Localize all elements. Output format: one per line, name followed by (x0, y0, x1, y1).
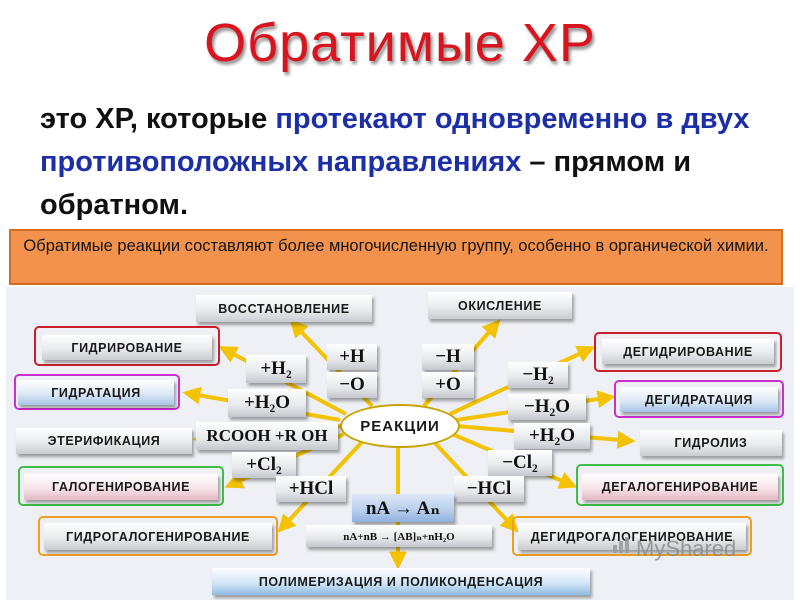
chart-bars-icon (612, 537, 630, 558)
box-dehalogenation: ДЕГАЛОГЕНИРОВАНИЕ (582, 474, 778, 500)
frame-dehydrohalogenation (512, 516, 752, 556)
formula-minus-o: −O (327, 372, 377, 398)
definition-part-3: – прямом и обратном. (40, 146, 692, 221)
formula-minus-hcl: −HCl (454, 476, 524, 502)
formula-minus-h: −H (422, 344, 474, 370)
definition-text: это ХР, которые протекают одновременно в… (40, 98, 780, 227)
box-hydration: ГИДРАТАЦИЯ (18, 380, 174, 405)
frame-hydration (14, 374, 180, 410)
formula-minus-h2: −H₂ (508, 362, 568, 388)
formula-plus-h: +H (327, 344, 377, 370)
formula-plus-h2o-right: +H₂O (514, 423, 590, 449)
box-polymerization: ПОЛИМЕРИЗАЦИЯ И ПОЛИКОНДЕНСАЦИЯ (212, 568, 590, 595)
box-halogenation: ГАЛОГЕНИРОВАНИЕ (24, 474, 218, 500)
frame-dehalogenation (576, 464, 784, 506)
box-hydrolysis: ГИДРОЛИЗ (640, 430, 782, 456)
watermark-text: MyShared (636, 536, 737, 561)
frame-dehydration (614, 380, 784, 418)
formula-copolymer: nA+nB → [AB]ₙ+nH₂O (306, 525, 492, 547)
box-esterification: ЭТЕРИФИКАЦИЯ (16, 428, 192, 454)
box-dehydration: ДЕГИДРАТАЦИЯ (620, 387, 778, 412)
definition-part-2: протекают одновременно в двух противопол… (40, 103, 750, 178)
box-oxidation: ОКИСЛЕНИЕ (428, 292, 572, 319)
box-hydrohalogenation: ГИДРОГАЛОГЕНИРОВАНИЕ (44, 523, 272, 550)
frame-dehydrogenation (594, 332, 782, 372)
box-dehydrohalogenation: ДЕГИДРОГАЛОГЕНИРОВАНИЕ (518, 523, 746, 550)
reactions-center: РЕАКЦИИ (340, 404, 460, 448)
box-reduction: ВОССТАНОВЛЕНИЕ (196, 295, 372, 322)
definition-part-1: это ХР, которые (40, 103, 276, 135)
note-banner: Обратимые реакции составляют более много… (9, 229, 783, 285)
frame-halogenation (18, 466, 224, 506)
frame-hydrohalogenation (38, 516, 278, 556)
formula-rcooh: RCOOH +R OH (196, 422, 338, 450)
frame-hydrogenation (34, 326, 220, 366)
formula-minus-h2o: −H₂O (508, 394, 586, 420)
formula-plus-h2: +H₂ (246, 355, 306, 383)
formula-minus-cl2: −Cl₂ (488, 450, 552, 476)
formula-plus-hcl: +HCl (276, 476, 346, 502)
formula-plus-h2o: +H₂O (228, 389, 306, 417)
formula-na-an: nA → Aₙ (352, 494, 454, 522)
formula-plus-cl2: +Cl₂ (232, 452, 296, 478)
formula-plus-o: +O (422, 372, 474, 398)
page-title: Обратимые ХР (204, 13, 596, 73)
box-dehydrogenation: ДЕГИДРИРОВАНИЕ (602, 339, 774, 364)
box-hydrogenation: ГИДРИРОВАНИЕ (42, 335, 212, 360)
watermark: MyShared (612, 536, 736, 562)
